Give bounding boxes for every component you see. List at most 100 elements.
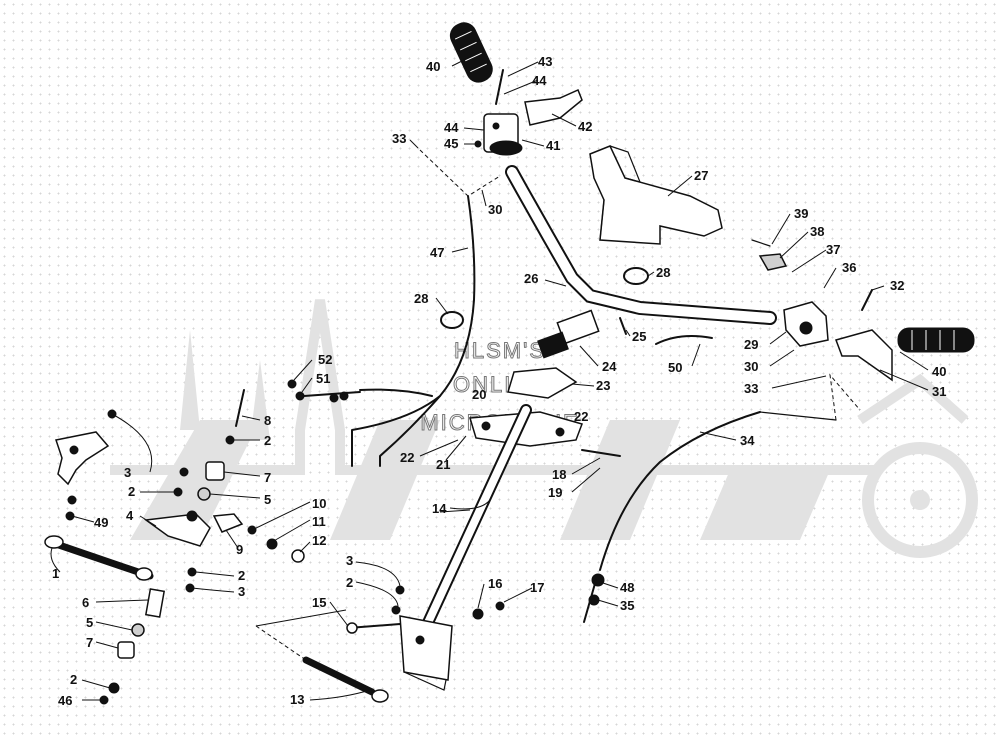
callout-11: 11 bbox=[312, 514, 326, 529]
strap-28 bbox=[623, 267, 649, 285]
callout-46: 46 bbox=[58, 693, 72, 708]
throttle-housing bbox=[483, 113, 523, 156]
strap-28-left bbox=[440, 311, 464, 329]
handlebar-clamp bbox=[537, 309, 627, 359]
callout-2-upper: 2 bbox=[264, 433, 271, 448]
callout-52: 52 bbox=[318, 352, 332, 367]
callout-12: 12 bbox=[312, 533, 326, 548]
callout-6: 6 bbox=[82, 595, 89, 610]
callout-28-center: 28 bbox=[656, 265, 670, 280]
callout-36: 36 bbox=[842, 260, 856, 275]
watermark-line-1: HLSM'S bbox=[454, 338, 546, 363]
callout-51: 51 bbox=[316, 371, 330, 386]
callout-10: 10 bbox=[312, 496, 326, 511]
steering-clamp bbox=[469, 411, 583, 447]
callout-26: 26 bbox=[524, 271, 538, 286]
callout-1: 1 bbox=[52, 566, 59, 581]
washer-2-lower bbox=[108, 682, 120, 694]
callout-44: 44 bbox=[444, 120, 459, 135]
callout-3-right: 3 bbox=[346, 553, 353, 568]
brake-cable-34 bbox=[599, 411, 761, 571]
callout-7-upper: 7 bbox=[264, 470, 271, 485]
callout-48: 48 bbox=[620, 580, 634, 595]
callout-22-left: 22 bbox=[400, 450, 414, 465]
leader-lines bbox=[50, 55, 929, 701]
washer-2-upper bbox=[225, 435, 235, 445]
spacer-6 bbox=[144, 588, 166, 618]
callout-5-lower: 5 bbox=[86, 615, 93, 630]
callout-38: 38 bbox=[810, 224, 824, 239]
bushing-7-upper bbox=[205, 461, 225, 481]
callout-5-upper: 5 bbox=[264, 492, 271, 507]
callout-33-right: 33 bbox=[744, 381, 758, 396]
background-watermark-logo bbox=[110, 299, 978, 558]
callout-35: 35 bbox=[620, 598, 634, 613]
callout-25: 25 bbox=[632, 329, 646, 344]
callout-14: 14 bbox=[432, 501, 447, 516]
right-grip bbox=[897, 327, 975, 353]
callout-23: 23 bbox=[596, 378, 610, 393]
callout-17: 17 bbox=[530, 580, 544, 595]
bushing-5-lower bbox=[131, 623, 145, 637]
fitting-51 bbox=[295, 391, 305, 401]
callout-29: 29 bbox=[744, 337, 758, 352]
callout-27: 27 bbox=[694, 168, 708, 183]
parts bbox=[44, 22, 975, 705]
callout-30-top: 30 bbox=[488, 202, 502, 217]
callout-33-top: 33 bbox=[392, 131, 406, 146]
nut-16 bbox=[472, 608, 484, 620]
callout-2-mid: 2 bbox=[238, 568, 245, 583]
right-lever bbox=[835, 329, 893, 382]
callout-44-top: 44 bbox=[532, 73, 547, 88]
callout-8: 8 bbox=[264, 413, 271, 428]
callout-labels: 40 43 44 42 44 45 41 33 27 30 39 38 37 3… bbox=[52, 54, 946, 708]
callout-49: 49 bbox=[94, 515, 108, 530]
ball-joint-9 bbox=[212, 513, 244, 533]
callout-41: 41 bbox=[546, 138, 560, 153]
callout-22-right: 22 bbox=[574, 409, 588, 424]
callout-18: 18 bbox=[552, 467, 566, 482]
callout-34: 34 bbox=[740, 433, 755, 448]
callout-20: 20 bbox=[472, 387, 486, 402]
steering-post bbox=[399, 404, 532, 691]
tie-rod-1 bbox=[44, 535, 154, 581]
callout-47: 47 bbox=[430, 245, 444, 260]
left-spindle-bracket bbox=[55, 431, 110, 486]
callout-4: 4 bbox=[126, 508, 134, 523]
callout-40-right-grip: 40 bbox=[932, 364, 946, 379]
callout-7-lower: 7 bbox=[86, 635, 93, 650]
right-control-housing bbox=[783, 301, 829, 347]
callout-43: 43 bbox=[538, 54, 552, 69]
callout-24: 24 bbox=[602, 359, 617, 374]
bushing-5-upper bbox=[197, 487, 211, 501]
screw-43 bbox=[495, 69, 504, 105]
fitting-52 bbox=[287, 379, 297, 389]
callout-39: 39 bbox=[794, 206, 808, 221]
cable-50 bbox=[655, 335, 713, 345]
callout-50: 50 bbox=[668, 360, 682, 375]
callout-42: 42 bbox=[578, 119, 592, 134]
callout-32: 32 bbox=[890, 278, 904, 293]
washer-17 bbox=[495, 601, 505, 611]
callout-40-left-grip: 40 bbox=[426, 59, 440, 74]
callout-30-right: 30 bbox=[744, 359, 758, 374]
callout-16: 16 bbox=[488, 576, 502, 591]
callout-37: 37 bbox=[826, 242, 840, 257]
callout-21: 21 bbox=[436, 457, 450, 472]
nut-46 bbox=[99, 695, 109, 705]
bolt-18 bbox=[581, 449, 621, 457]
switch-38 bbox=[758, 253, 788, 271]
handlebar-pad bbox=[589, 145, 723, 245]
callout-45: 45 bbox=[444, 136, 458, 151]
callout-31: 31 bbox=[932, 384, 946, 399]
brake-lever bbox=[524, 88, 583, 126]
tie-rod-13 bbox=[302, 656, 389, 703]
throttle-cable-47 bbox=[379, 195, 476, 467]
callout-2-right: 2 bbox=[346, 575, 353, 590]
callout-15: 15 bbox=[312, 595, 326, 610]
screw-32 bbox=[861, 289, 873, 311]
callout-2-left: 2 bbox=[128, 484, 135, 499]
callout-13: 13 bbox=[290, 692, 304, 707]
